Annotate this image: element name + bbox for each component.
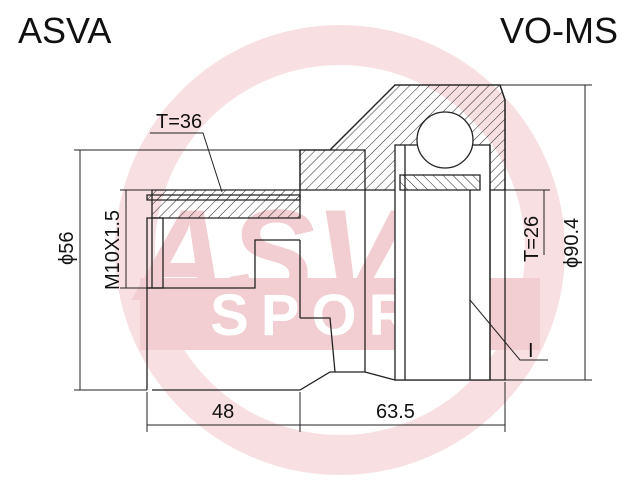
label-thread-size: M10X1.5 xyxy=(102,210,124,290)
dimension-lines xyxy=(74,84,592,432)
shaft-step xyxy=(152,239,300,289)
label-t26: T=26 xyxy=(521,216,543,262)
label-63-5: 63.5 xyxy=(376,401,415,423)
leader-marker xyxy=(469,299,548,361)
label-t36: T=36 xyxy=(156,111,202,133)
cage-hatch xyxy=(399,174,481,191)
label-48: 48 xyxy=(212,401,234,423)
label-phi90: ϕ90.4 xyxy=(561,218,583,268)
leader-t36 xyxy=(150,132,223,193)
watermark-ring xyxy=(115,25,565,475)
ball xyxy=(416,111,474,169)
brand-title: ASVA xyxy=(18,10,112,51)
part-number: VO-MS xyxy=(499,10,618,51)
neck-curve xyxy=(300,317,336,373)
shaft-bottom xyxy=(152,371,365,391)
dimension-labels: T=36 ϕ56 M10X1.5 T=26 ϕ90.4 I 48 63.5 xyxy=(56,111,583,423)
label-marker: I xyxy=(528,340,534,362)
label-phi56: ϕ56 xyxy=(56,232,78,265)
part-body xyxy=(146,84,506,391)
shaft-hatch xyxy=(151,189,301,219)
